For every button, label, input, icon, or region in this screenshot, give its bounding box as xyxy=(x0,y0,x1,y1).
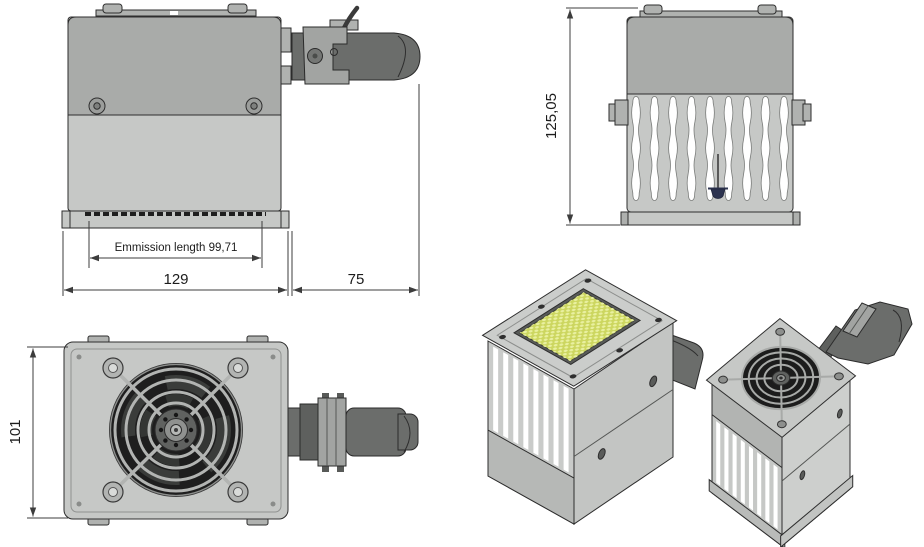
clamp-pin xyxy=(337,393,344,399)
cable-assembly-side xyxy=(291,5,421,85)
iso-emitter-plate xyxy=(483,270,677,386)
corner-screw xyxy=(76,354,82,360)
cable-end-curve xyxy=(397,35,406,78)
cable-end-curve xyxy=(403,415,411,453)
fin-slot xyxy=(779,96,789,201)
housing-screw xyxy=(650,374,657,388)
hub-bolt-ring xyxy=(158,412,194,448)
cover-seam xyxy=(70,348,282,513)
dimension-body-width: 129 xyxy=(62,231,289,296)
guard-ring xyxy=(136,390,216,470)
corner-screw xyxy=(76,501,82,507)
fin-stripes xyxy=(716,421,778,530)
upper-housing xyxy=(67,16,282,116)
side-boss-cap xyxy=(802,103,812,122)
flange-end xyxy=(792,211,801,226)
cable-tip-curve xyxy=(892,309,902,343)
guard-screw xyxy=(102,481,124,503)
guard-rim-outer xyxy=(109,363,243,497)
view-iso-emitter xyxy=(483,270,703,524)
guard-screw xyxy=(227,481,249,503)
dimension-emission-length: Emmission length 99,71 xyxy=(88,221,263,268)
housing-screw xyxy=(800,469,805,481)
cooling-fan xyxy=(109,363,243,497)
dim-body-width-label: 129 xyxy=(163,271,188,288)
iso-fan-top-face xyxy=(706,319,855,438)
upper-housing xyxy=(626,16,794,95)
fin-slot xyxy=(668,96,678,201)
cable-assembly-iso xyxy=(817,301,913,365)
strain-relief-clamp xyxy=(317,397,347,467)
probe-tip xyxy=(710,188,726,199)
dim-cable-length-label: 75 xyxy=(348,271,365,288)
housing-screw xyxy=(88,97,106,115)
fin-slot xyxy=(760,96,771,201)
hub-center-dot xyxy=(174,428,178,432)
guard-screw-bump xyxy=(227,3,248,14)
fin-slot xyxy=(631,96,641,201)
view-side-elevation: Emmission length 99,71 129 75 xyxy=(61,3,421,296)
clamp-pin xyxy=(330,48,338,56)
dim-body-depth-label: 101 xyxy=(7,419,24,444)
clamp-pin xyxy=(337,466,344,472)
iso-right-face xyxy=(574,322,673,524)
heatsink-fins xyxy=(631,96,789,201)
hub-center-dot xyxy=(779,376,783,380)
dim-overall-height-label: 125,05 xyxy=(543,93,560,139)
clamp-hole-center xyxy=(312,53,318,59)
view-iso-fan xyxy=(706,302,912,547)
housing-seam xyxy=(782,424,850,481)
side-boss xyxy=(614,99,629,126)
guard-ring xyxy=(147,401,205,459)
dimension-body-depth: 101 xyxy=(7,346,68,519)
base-flange xyxy=(781,476,853,547)
connector-stub xyxy=(280,27,292,53)
clamp-lever xyxy=(341,5,360,31)
guard-screw-bump xyxy=(643,4,663,15)
cable-end xyxy=(397,413,419,451)
connector-stub xyxy=(280,65,292,85)
fin-slot xyxy=(649,96,660,201)
guard-gap xyxy=(170,11,178,15)
strain-relief-clamp xyxy=(842,302,877,338)
emitter-flange xyxy=(620,211,801,226)
strain-relief-clamp xyxy=(302,26,350,85)
guard-ring xyxy=(124,378,228,482)
fin-slot xyxy=(742,96,752,201)
fin-slot xyxy=(686,96,697,201)
guard-screw-bump xyxy=(757,4,777,15)
corner-screw xyxy=(270,501,276,507)
cable-assembly-plan xyxy=(287,393,419,472)
dimension-cable-length: 75 xyxy=(291,84,420,296)
cable xyxy=(345,407,407,457)
guard-screw xyxy=(102,357,124,379)
view-plan: 101 xyxy=(7,335,419,526)
fin-slot xyxy=(705,96,715,201)
guard-ring xyxy=(113,367,239,493)
led-dot-array xyxy=(519,291,635,362)
dimension-overall-height: 125,05 xyxy=(543,7,638,226)
housing-seam xyxy=(574,390,673,457)
view-rear-elevation: 125,05 xyxy=(543,4,812,226)
housing-screw xyxy=(837,408,842,420)
clamp-pin xyxy=(322,466,329,472)
corner-screw xyxy=(270,354,276,360)
housing-screw xyxy=(598,447,605,461)
fan-blades-inner xyxy=(140,394,212,466)
dim-emission-length-label: Emmission length 99,71 xyxy=(115,242,238,254)
plate-screws xyxy=(499,278,662,379)
fin-slot xyxy=(723,96,734,201)
thermocouple-probe xyxy=(708,154,728,199)
housing-screw xyxy=(245,97,263,115)
guard-screw xyxy=(227,357,249,379)
fan-blades-outer xyxy=(121,375,231,485)
flange-end xyxy=(620,211,629,226)
guard-screw-bump xyxy=(102,3,123,14)
guard-screws xyxy=(717,327,845,429)
clamp-pin xyxy=(322,393,329,399)
fin-stripes xyxy=(493,346,569,473)
clamp-line xyxy=(848,305,869,335)
